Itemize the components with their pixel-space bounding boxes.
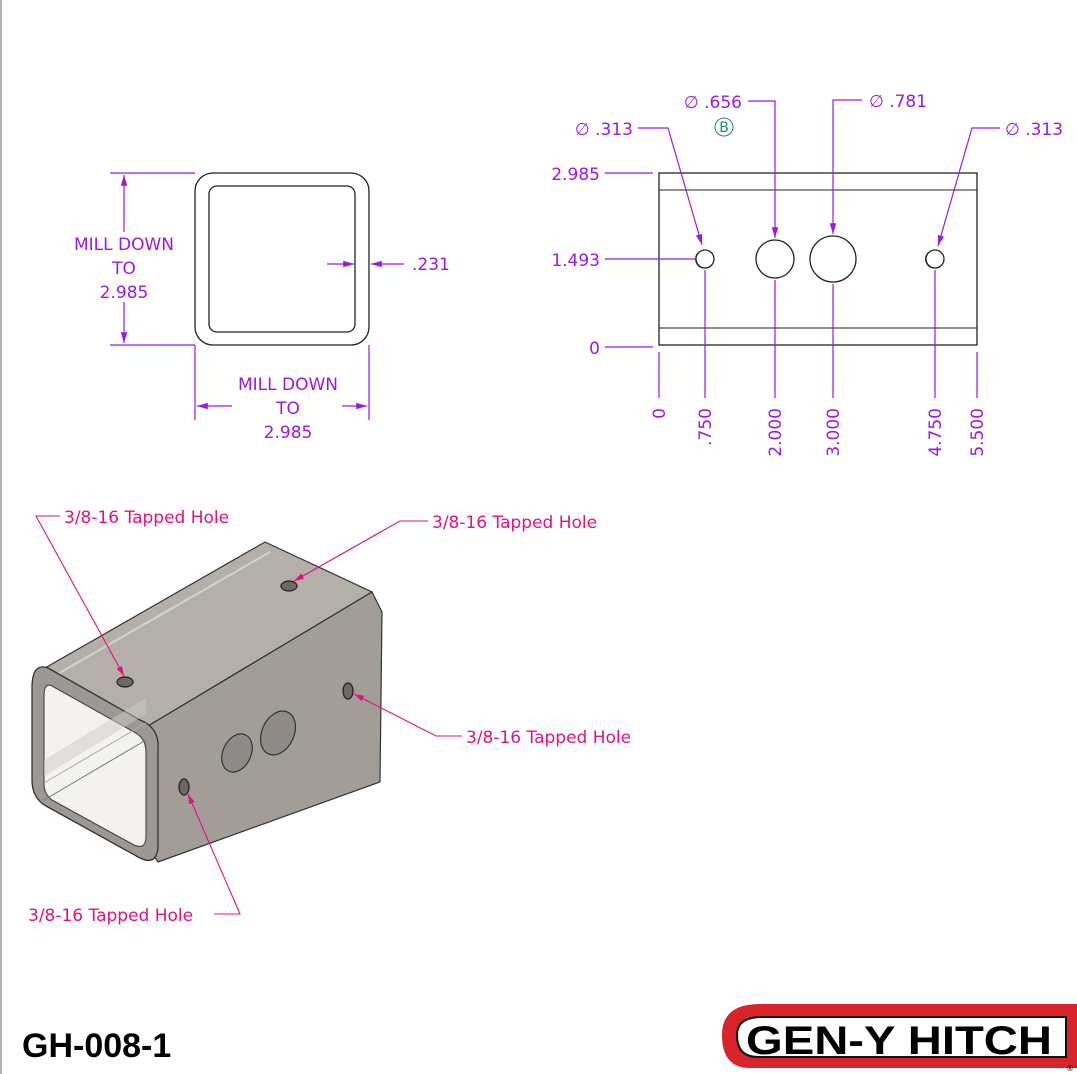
ordinate-label-y: 2.985 [551,165,600,185]
ordinate-label-x: 2.000 [766,408,786,457]
tube-inner-shade [44,698,146,776]
tapped-hole [280,580,298,592]
tapped-hole-callout: 3/8-16 Tapped Hole [64,508,229,528]
logo-wordmark: GEN-Y HITCH [746,1019,1052,1063]
hole-313-edge [695,252,704,269]
callout-leader [293,520,428,582]
callout-leader [353,693,462,737]
mill-down-label-bottom: TO [275,399,300,419]
datum-symbol [714,117,734,137]
part-number: GH-008-1 [22,1027,171,1065]
ordinate-label-y: 1.493 [551,251,600,271]
tube-top-highlight [48,551,271,680]
callout-leader [187,793,241,915]
ordinate-label-x: .750 [696,408,716,446]
hole-656 [755,239,795,279]
leader-line [829,99,862,234]
wall-thickness-label: .231 [412,255,450,275]
hole-callout: ∅ .313 [1005,120,1063,140]
hole-callout: ∅ .313 [575,120,633,140]
front-view-outline [658,172,978,346]
mill-down-value-left: 2.985 [100,283,149,303]
leader-line [937,127,1000,247]
brand-logo: GEN-Y HITCH ® [722,1004,1077,1073]
section-view: MILL DOWN TO 2.985 MILL DOWN TO 2.985 .2… [74,172,450,443]
tapped-hole [116,676,134,688]
ordinate-label-x: 4.750 [926,408,946,457]
ordinate-label-x: 0 [650,408,670,419]
tapped-hole-callout: 3/8-16 Tapped Hole [432,513,597,533]
hole-callout: ∅ .656 [684,93,742,113]
logo-registered-mark: ® [1066,1064,1074,1073]
side-hole-large [259,710,297,756]
hole-781 [809,235,857,283]
ordinate-label-x: 5.500 [968,408,988,457]
side-hole-small [221,733,253,773]
leader-line [748,100,779,238]
leader-line [638,127,703,246]
hole-313 [925,249,945,269]
hole-313 [695,249,715,269]
tapped-hole-callout: 3/8-16 Tapped Hole [28,906,193,926]
tapped-hole [342,682,354,700]
tapped-hole [178,778,190,796]
hole-313-edge [925,252,934,269]
mill-down-label-left: MILL DOWN [74,235,174,255]
hole-callout: ∅ .781 [869,92,927,112]
mill-down-value-bottom: 2.985 [264,423,313,443]
tube-inner-edge [43,722,147,784]
ordinate-label-x: 3.000 [824,408,844,457]
callout-leader [35,515,125,677]
tapped-hole-callout: 3/8-16 Tapped Hole [466,728,631,748]
front-view: 2.985 1.493 0 0 .750 2.000 3.000 4.750 5… [551,92,1063,457]
mill-down-label-left: TO [111,259,136,279]
tube-inner-profile [208,185,356,333]
isometric-view: 3/8-16 Tapped Hole 3/8-16 Tapped Hole 3/… [28,508,631,926]
ordinate-label-y: 0 [589,339,600,359]
tube-outer-profile [194,172,370,346]
logo-white-panel [735,1016,1067,1058]
datum-label: B [719,120,729,136]
mill-down-label-bottom: MILL DOWN [238,375,338,395]
tube-inner-edge [43,739,147,801]
